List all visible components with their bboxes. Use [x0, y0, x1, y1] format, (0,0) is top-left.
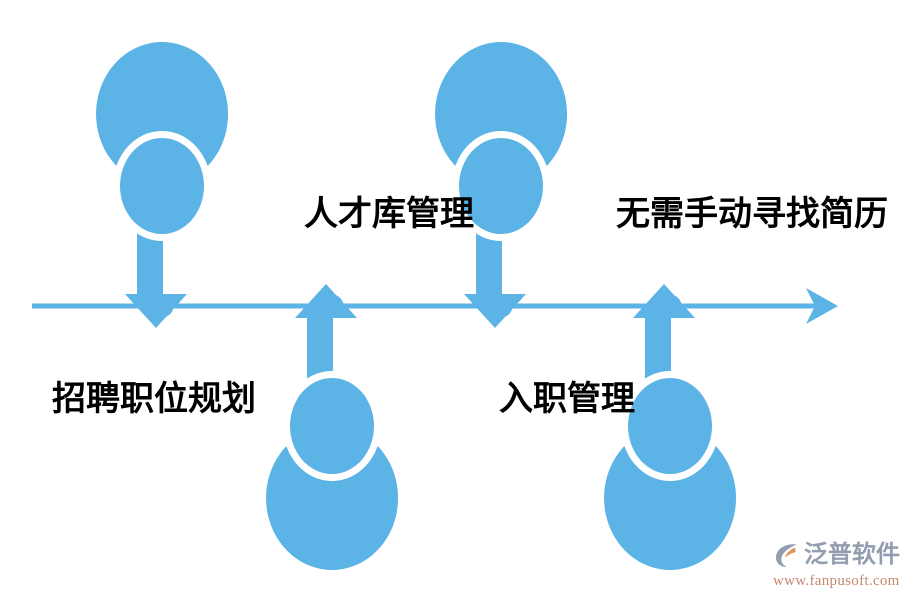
timeline-arrowhead-icon	[806, 288, 838, 324]
timeline-node-dot-2[interactable]	[320, 294, 344, 318]
timeline-node-dot-1[interactable]	[150, 294, 174, 318]
node-marker-p-1	[96, 42, 229, 328]
node-marker-p-2	[435, 42, 568, 328]
node-label-talent-pool: 人才库管理	[304, 195, 474, 233]
timeline-nodes	[150, 294, 682, 318]
node-marker-b-1	[266, 284, 398, 570]
node-marker-b-2	[604, 284, 736, 570]
timeline-node-dot-3[interactable]	[489, 294, 513, 318]
watermark-url-text: www.fanpusoft.com	[773, 573, 900, 589]
node-label-job-planning: 招聘职位规划	[52, 380, 256, 418]
watermark-brand-text: 泛普软件	[804, 541, 900, 568]
node-label-onboarding: 入职管理	[499, 380, 635, 418]
timeline-node-dot-4[interactable]	[658, 294, 682, 318]
fanpu-logo-icon	[775, 544, 797, 567]
watermark: 泛普软件 www.fanpusoft.com	[772, 538, 900, 592]
node-label-no-manual-resume-search: 无需手动寻找简历	[616, 195, 888, 233]
watermark-row: 泛普软件	[772, 538, 900, 572]
